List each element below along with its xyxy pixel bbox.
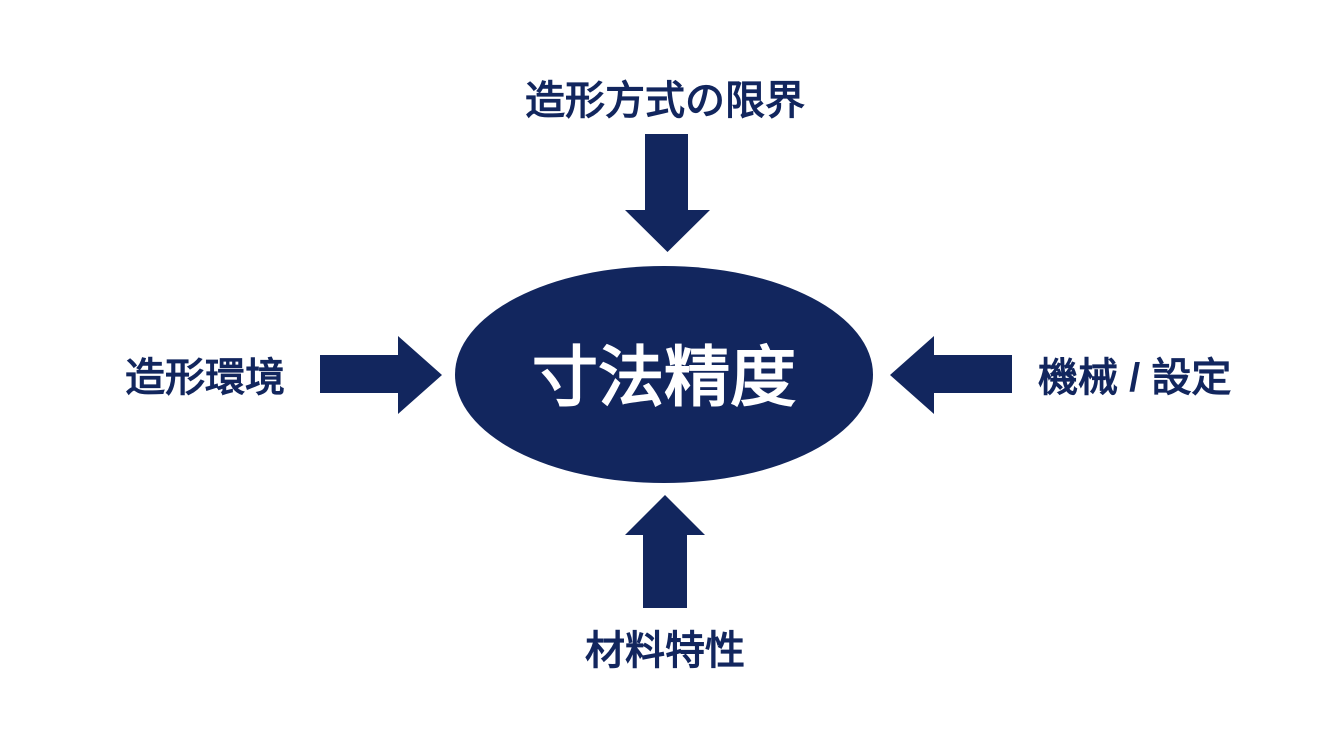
arrow-up-icon [625,495,705,608]
arrow-left-icon [890,336,1012,414]
arrow-right-icon [320,336,442,414]
center-ellipse: 寸法精度 [455,266,873,483]
factor-label-right: 機械 / 設定 [1038,356,1232,400]
factor-label-bottom: 材料特性 [585,629,745,673]
center-title: 寸法精度 [532,339,796,414]
factor-label-top: 造形方式の限界 [525,79,805,123]
arrow-down-icon [625,134,710,252]
factor-label-left: 造形環境 [125,356,285,400]
